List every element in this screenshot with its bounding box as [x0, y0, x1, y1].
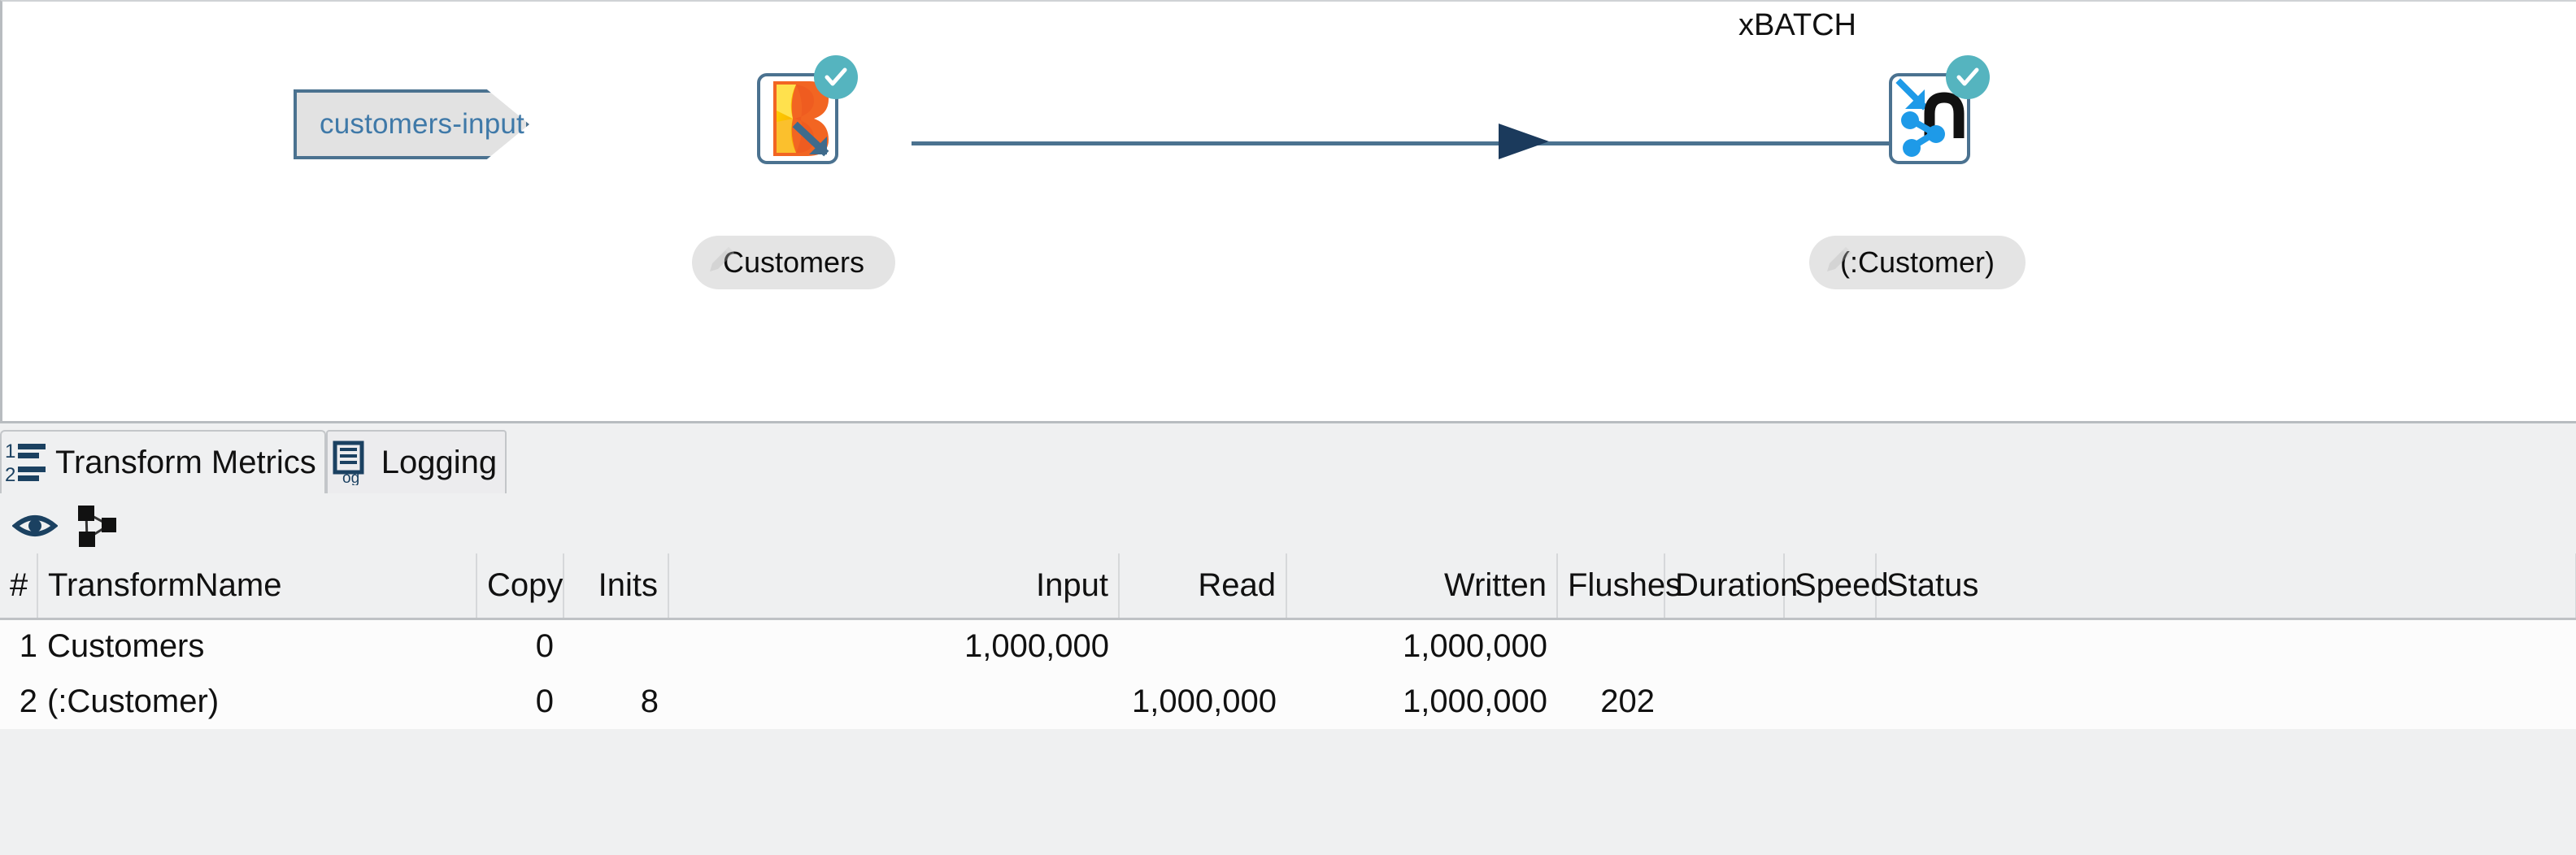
metrics-toolbar: [0, 500, 120, 552]
beam-file-input-icon: [773, 81, 829, 157]
tab-transform-metrics[interactable]: 1 2 Transform Metrics: [0, 430, 326, 493]
table-row[interactable]: 2 (:Customer) 0 8 1,000,000 1,000,000 20…: [0, 674, 2576, 729]
hop-line[interactable]: [912, 141, 1554, 145]
transform-metrics-table[interactable]: # TransformName Copy Inits Input Read Wr…: [0, 553, 2576, 729]
svg-text:og: og: [342, 470, 359, 485]
col-header-transformname[interactable]: TransformName: [37, 553, 477, 620]
node-pill-label: (:Customer): [1840, 245, 1995, 279]
col-header-duration[interactable]: Duration: [1664, 553, 1798, 620]
col-header-input[interactable]: Input: [668, 553, 1120, 620]
col-header-flushes[interactable]: Flushes: [1557, 553, 1682, 620]
cell-inits: 8: [564, 674, 668, 729]
cell-duration: [1664, 674, 1784, 729]
svg-text:2: 2: [5, 464, 15, 485]
input-node-customers-input[interactable]: customers-input: [294, 89, 529, 159]
input-node-label: customers-input: [320, 108, 524, 140]
cell-copy: 0: [476, 674, 564, 729]
pencil-icon: [703, 241, 741, 278]
table-header-row: # TransformName Copy Inits Input Read Wr…: [0, 553, 2576, 620]
cell-written: 1,000,000: [1286, 674, 1557, 729]
table-row[interactable]: 1 Customers 0 1,000,000 1,000,000: [0, 618, 2576, 674]
node-top-label-xbatch: xBATCH: [1738, 8, 1856, 42]
cell-duration: [1664, 618, 1784, 674]
pencil-icon: [1821, 241, 1858, 278]
neo4j-graph-output-icon: [1895, 78, 1965, 157]
check-circle-icon: [814, 55, 858, 99]
tab-label: Logging: [381, 444, 498, 480]
tabstrip: 1 2 Transform Metrics: [0, 430, 2576, 493]
cell-read: [1119, 618, 1286, 674]
bottom-panel: 1 2 Transform Metrics: [0, 421, 2576, 855]
node-pill-customers[interactable]: Customers: [692, 236, 896, 289]
check-circle-icon: [1946, 55, 1990, 99]
tab-logging[interactable]: og Logging: [325, 430, 507, 493]
cell-inits: [564, 618, 668, 674]
cell-speed: [1784, 618, 1876, 674]
cell-transformname: (:Customer): [37, 674, 476, 729]
col-header-inits[interactable]: Inits: [564, 553, 669, 620]
tab-label: Transform Metrics: [55, 444, 316, 480]
hop-line[interactable]: [1547, 141, 1889, 145]
cell-transformname: Customers: [37, 618, 476, 674]
cell-speed: [1784, 674, 1876, 729]
arrow-right-icon: [1499, 124, 1549, 159]
arrow-shape-icon: [294, 89, 529, 159]
col-header-num[interactable]: #: [0, 553, 38, 620]
node-pill-label: Customers: [723, 245, 865, 279]
col-header-status[interactable]: Status: [1876, 553, 2576, 620]
cell-input: [668, 674, 1119, 729]
transform-node-customers[interactable]: [757, 55, 858, 164]
cell-status: [1876, 674, 2576, 729]
col-header-speed[interactable]: Speed: [1784, 553, 1889, 620]
cell-flushes: 202: [1557, 674, 1664, 729]
svg-text:1: 1: [5, 441, 15, 462]
col-header-read[interactable]: Read: [1119, 553, 1287, 620]
numbered-list-icon: 1 2: [5, 440, 47, 485]
cell-written: 1,000,000: [1286, 618, 1557, 674]
pipeline-canvas[interactable]: customers-input: [0, 0, 2576, 421]
col-header-written[interactable]: Written: [1286, 553, 1558, 620]
cell-copy: 0: [476, 618, 564, 674]
log-document-icon: og: [331, 440, 373, 485]
node-pill-customer-output[interactable]: (:Customer): [1809, 236, 2026, 289]
cell-flushes: [1557, 618, 1664, 674]
cell-read: 1,000,000: [1119, 674, 1286, 729]
col-header-copy[interactable]: Copy: [476, 553, 564, 620]
cell-num: 2: [0, 674, 37, 729]
cell-input: 1,000,000: [668, 618, 1119, 674]
cell-status: [1876, 618, 2576, 674]
preview-icon[interactable]: [11, 503, 59, 549]
cell-num: 1: [0, 618, 37, 674]
transform-node-customer-output[interactable]: [1889, 55, 1990, 164]
network-graph-icon[interactable]: [73, 503, 120, 549]
